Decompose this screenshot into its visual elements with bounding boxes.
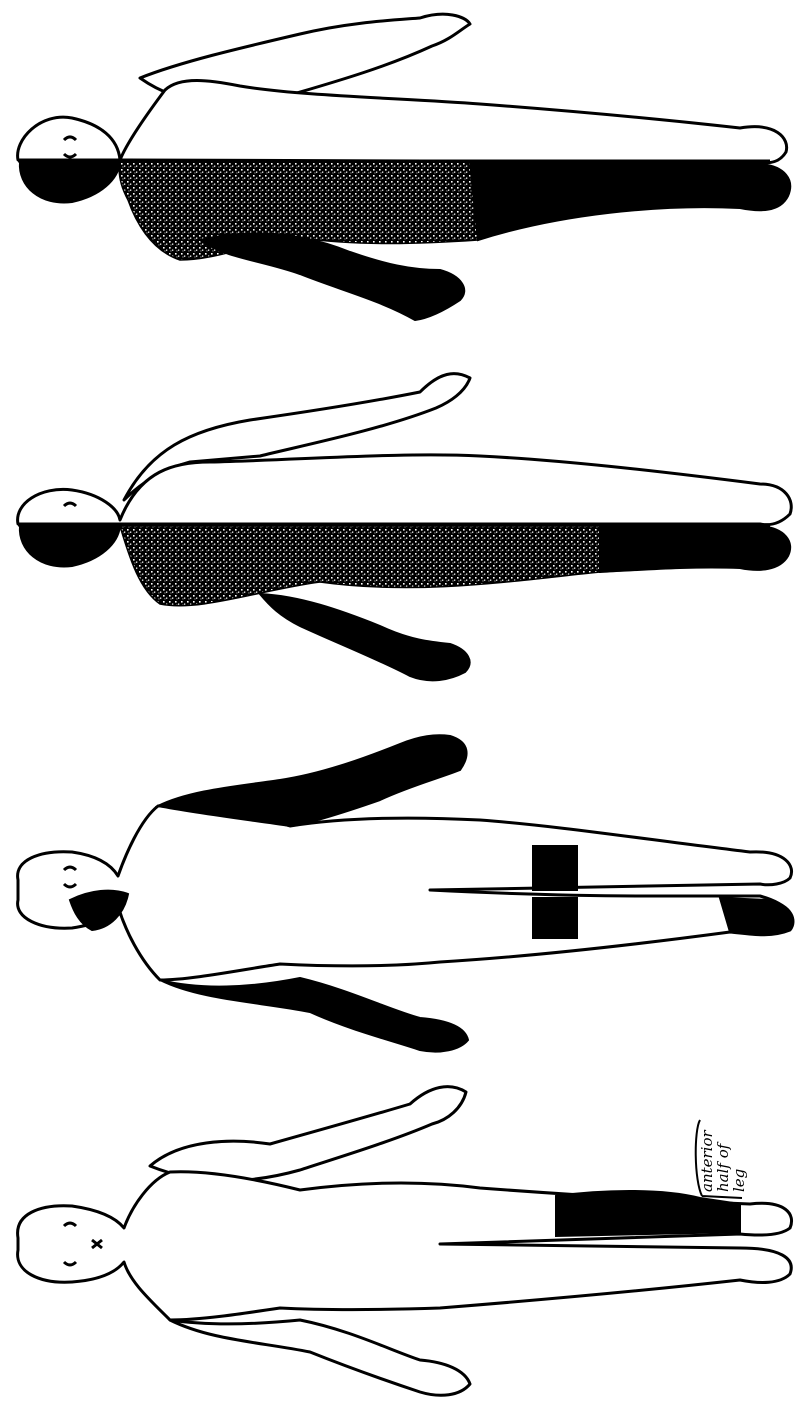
panel-1-leg-lower-solid	[470, 162, 790, 240]
annotation-line-3: leg	[730, 1169, 748, 1192]
panel-3-figure	[18, 735, 794, 1051]
panel-4-upper-arm	[150, 1087, 466, 1181]
panel-2-leg-lower-solid	[600, 526, 790, 572]
panel-2-head-lower-solid	[20, 526, 120, 567]
panel-3-upper-leg-band	[533, 846, 577, 890]
panel-4-lower-arm	[170, 1320, 470, 1395]
panel-1-head-lower-solid	[20, 162, 120, 203]
panel-1-figure	[18, 14, 791, 320]
panel-3-body-outline	[18, 804, 793, 980]
panel-3-lower-arm-solid	[160, 978, 468, 1052]
panel-3-foot-solid	[720, 898, 793, 934]
panel-1-lower-arm-solid	[200, 233, 464, 320]
panel-4-anterior-leg-solid	[556, 1191, 740, 1236]
panel-4-figure	[18, 1087, 792, 1396]
panel-1-body-upper	[18, 81, 787, 163]
panel-2-body-lower-stippled	[120, 526, 600, 606]
panel-2-lower-arm-solid	[260, 594, 470, 680]
annotation-text: anterior half of leg	[698, 1129, 748, 1192]
panel-2-figure	[18, 374, 792, 681]
panel-3-upper-arm-solid	[158, 735, 467, 826]
panel-3-lower-leg-band	[533, 898, 577, 938]
